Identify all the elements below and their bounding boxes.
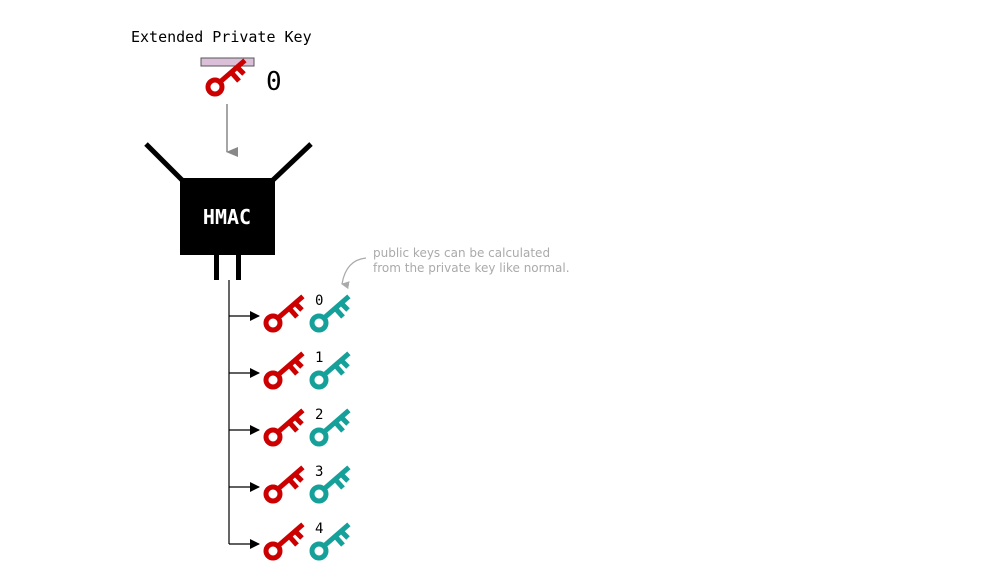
child-index: 2 <box>315 407 323 423</box>
chain-code-bar <box>200 57 255 67</box>
annotation-line-1: public keys can be calculated <box>373 246 550 260</box>
child-row: 3 <box>229 464 348 501</box>
hmac-function: HMAC <box>144 142 313 280</box>
parent-extended-key: 0 <box>200 57 282 97</box>
child-index: 3 <box>315 464 323 480</box>
child-private-key-icon <box>266 355 302 387</box>
child-index: 0 <box>315 293 323 309</box>
annotation: public keys can be calculated from the p… <box>341 246 570 290</box>
child-row: 4 <box>229 521 348 558</box>
hmac-leg-right <box>236 255 241 280</box>
child-keys: 0 1 2 3 4 <box>229 293 348 558</box>
child-row: 2 <box>229 407 348 444</box>
child-row: 1 <box>229 350 348 387</box>
parent-index: 0 <box>266 67 282 97</box>
hmac-leg-left <box>214 255 219 280</box>
child-row: 0 <box>229 293 348 330</box>
hmac-label: HMAC <box>203 205 251 229</box>
child-index: 1 <box>315 350 323 366</box>
annotation-arrow <box>341 257 367 290</box>
child-private-key-icon <box>266 298 302 330</box>
child-private-key-icon <box>266 469 302 501</box>
hmac-right-arm <box>271 142 313 182</box>
annotation-line-2: from the private key like normal. <box>373 261 570 275</box>
parent-private-key-icon <box>208 62 244 94</box>
hmac-left-arm <box>144 142 184 182</box>
diagram-title: Extended Private Key <box>131 28 312 46</box>
child-private-key-icon <box>266 412 302 444</box>
child-private-key-icon <box>266 526 302 558</box>
child-index: 4 <box>315 521 323 537</box>
hmac-box <box>180 178 275 255</box>
